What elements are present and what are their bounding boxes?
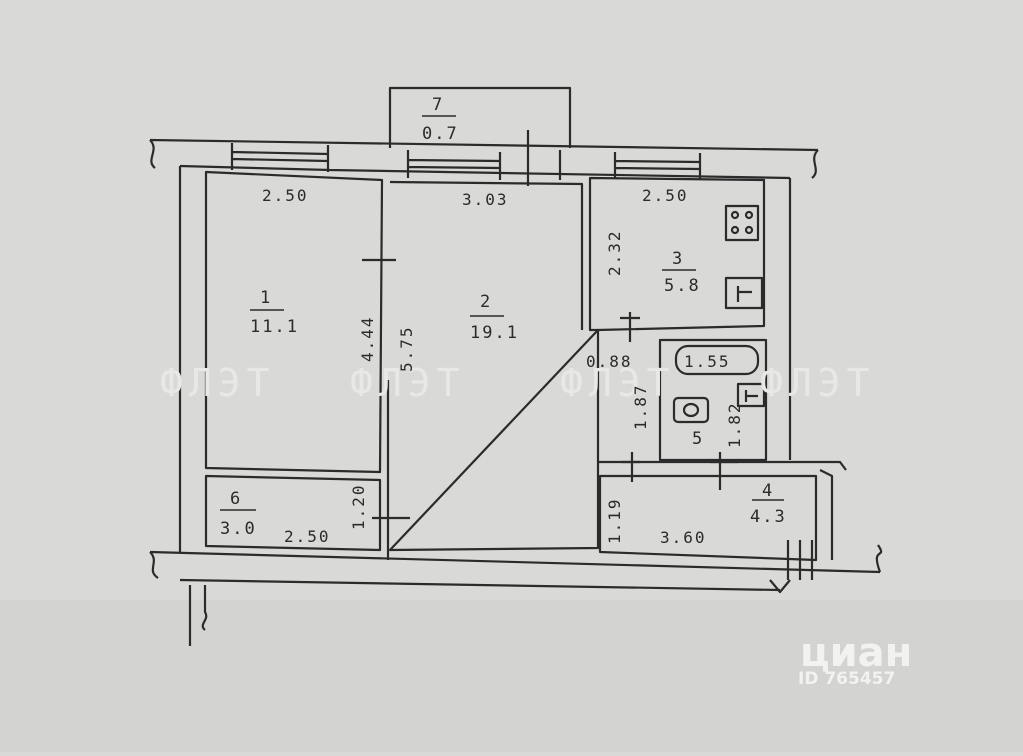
room-2-outline — [388, 180, 600, 552]
corridor-wall — [598, 460, 847, 471]
brand-watermark: циан — [800, 630, 912, 676]
room-1-area: 11.1 — [250, 317, 299, 337]
dim-room1-length: 4.44 — [358, 315, 377, 362]
watermark-text-1: ФЛЭТ — [160, 361, 276, 405]
room-4-outline — [598, 469, 834, 562]
dim-room5-length: 1.82 — [725, 401, 744, 448]
dim-room4-width: 3.60 — [660, 528, 707, 547]
balcony-door — [526, 130, 562, 186]
paper-shade — [0, 600, 1023, 752]
room-5-outline — [658, 338, 768, 462]
dim-room6-depth: 1.20 — [349, 483, 368, 530]
dim-room2-length: 5.75 — [397, 325, 416, 372]
washbasin-icon — [736, 382, 766, 408]
room-1-outline — [204, 170, 384, 474]
room-1-number: 1 — [260, 288, 272, 308]
dim-corridor-length: 1.87 — [631, 383, 650, 430]
window-room-1 — [230, 143, 330, 172]
bottom-outer-wall — [149, 544, 883, 646]
watermark-text-2: ФЛЭТ — [350, 361, 466, 405]
room-4-area: 4.3 — [750, 507, 787, 527]
listing-id-watermark: ID 765457 — [798, 669, 895, 689]
dim-room6-width: 2.50 — [284, 527, 331, 546]
bathtub-icon — [674, 344, 760, 376]
dimension-ticks — [362, 258, 738, 560]
room-3-area: 5.8 — [664, 276, 701, 296]
window-room-2 — [406, 130, 562, 186]
entrance-stairs — [769, 540, 814, 594]
dim-room3-width: 2.50 — [642, 186, 689, 205]
balcony-outline — [388, 86, 572, 148]
room-4-number: 4 — [762, 481, 774, 501]
dim-corridor-gap: 0.88 — [586, 352, 633, 371]
room-7-number: 7 — [432, 95, 444, 115]
room-3-number: 3 — [672, 249, 684, 269]
dim-room1-width: 2.50 — [262, 186, 309, 205]
top-outer-wall — [149, 138, 819, 180]
room-5-number: 5 — [692, 429, 704, 449]
room-2-number: 2 — [480, 292, 492, 312]
dim-bathtub-length: 1.55 — [684, 352, 731, 371]
watermark-text-3: ФЛЭТ — [560, 361, 676, 405]
stove-icon — [724, 204, 760, 242]
toilet-icon — [672, 396, 710, 424]
room-2-area: 19.1 — [470, 323, 519, 343]
room-6-number: 6 — [230, 489, 242, 509]
room-number-dividers — [220, 115, 784, 511]
sink-icon — [724, 276, 764, 310]
watermark-text-4: ФЛЭТ — [760, 361, 876, 405]
room-6-area: 3.0 — [220, 519, 257, 539]
room-7-area: 0.7 — [422, 124, 459, 144]
dim-room4-depth: 1.19 — [605, 497, 624, 544]
dim-room2-width: 3.03 — [462, 190, 509, 209]
room-6-outline — [204, 474, 382, 552]
room-3-outline — [588, 176, 766, 332]
dim-room3-length: 2.32 — [605, 229, 624, 276]
window-room-3 — [613, 152, 702, 180]
